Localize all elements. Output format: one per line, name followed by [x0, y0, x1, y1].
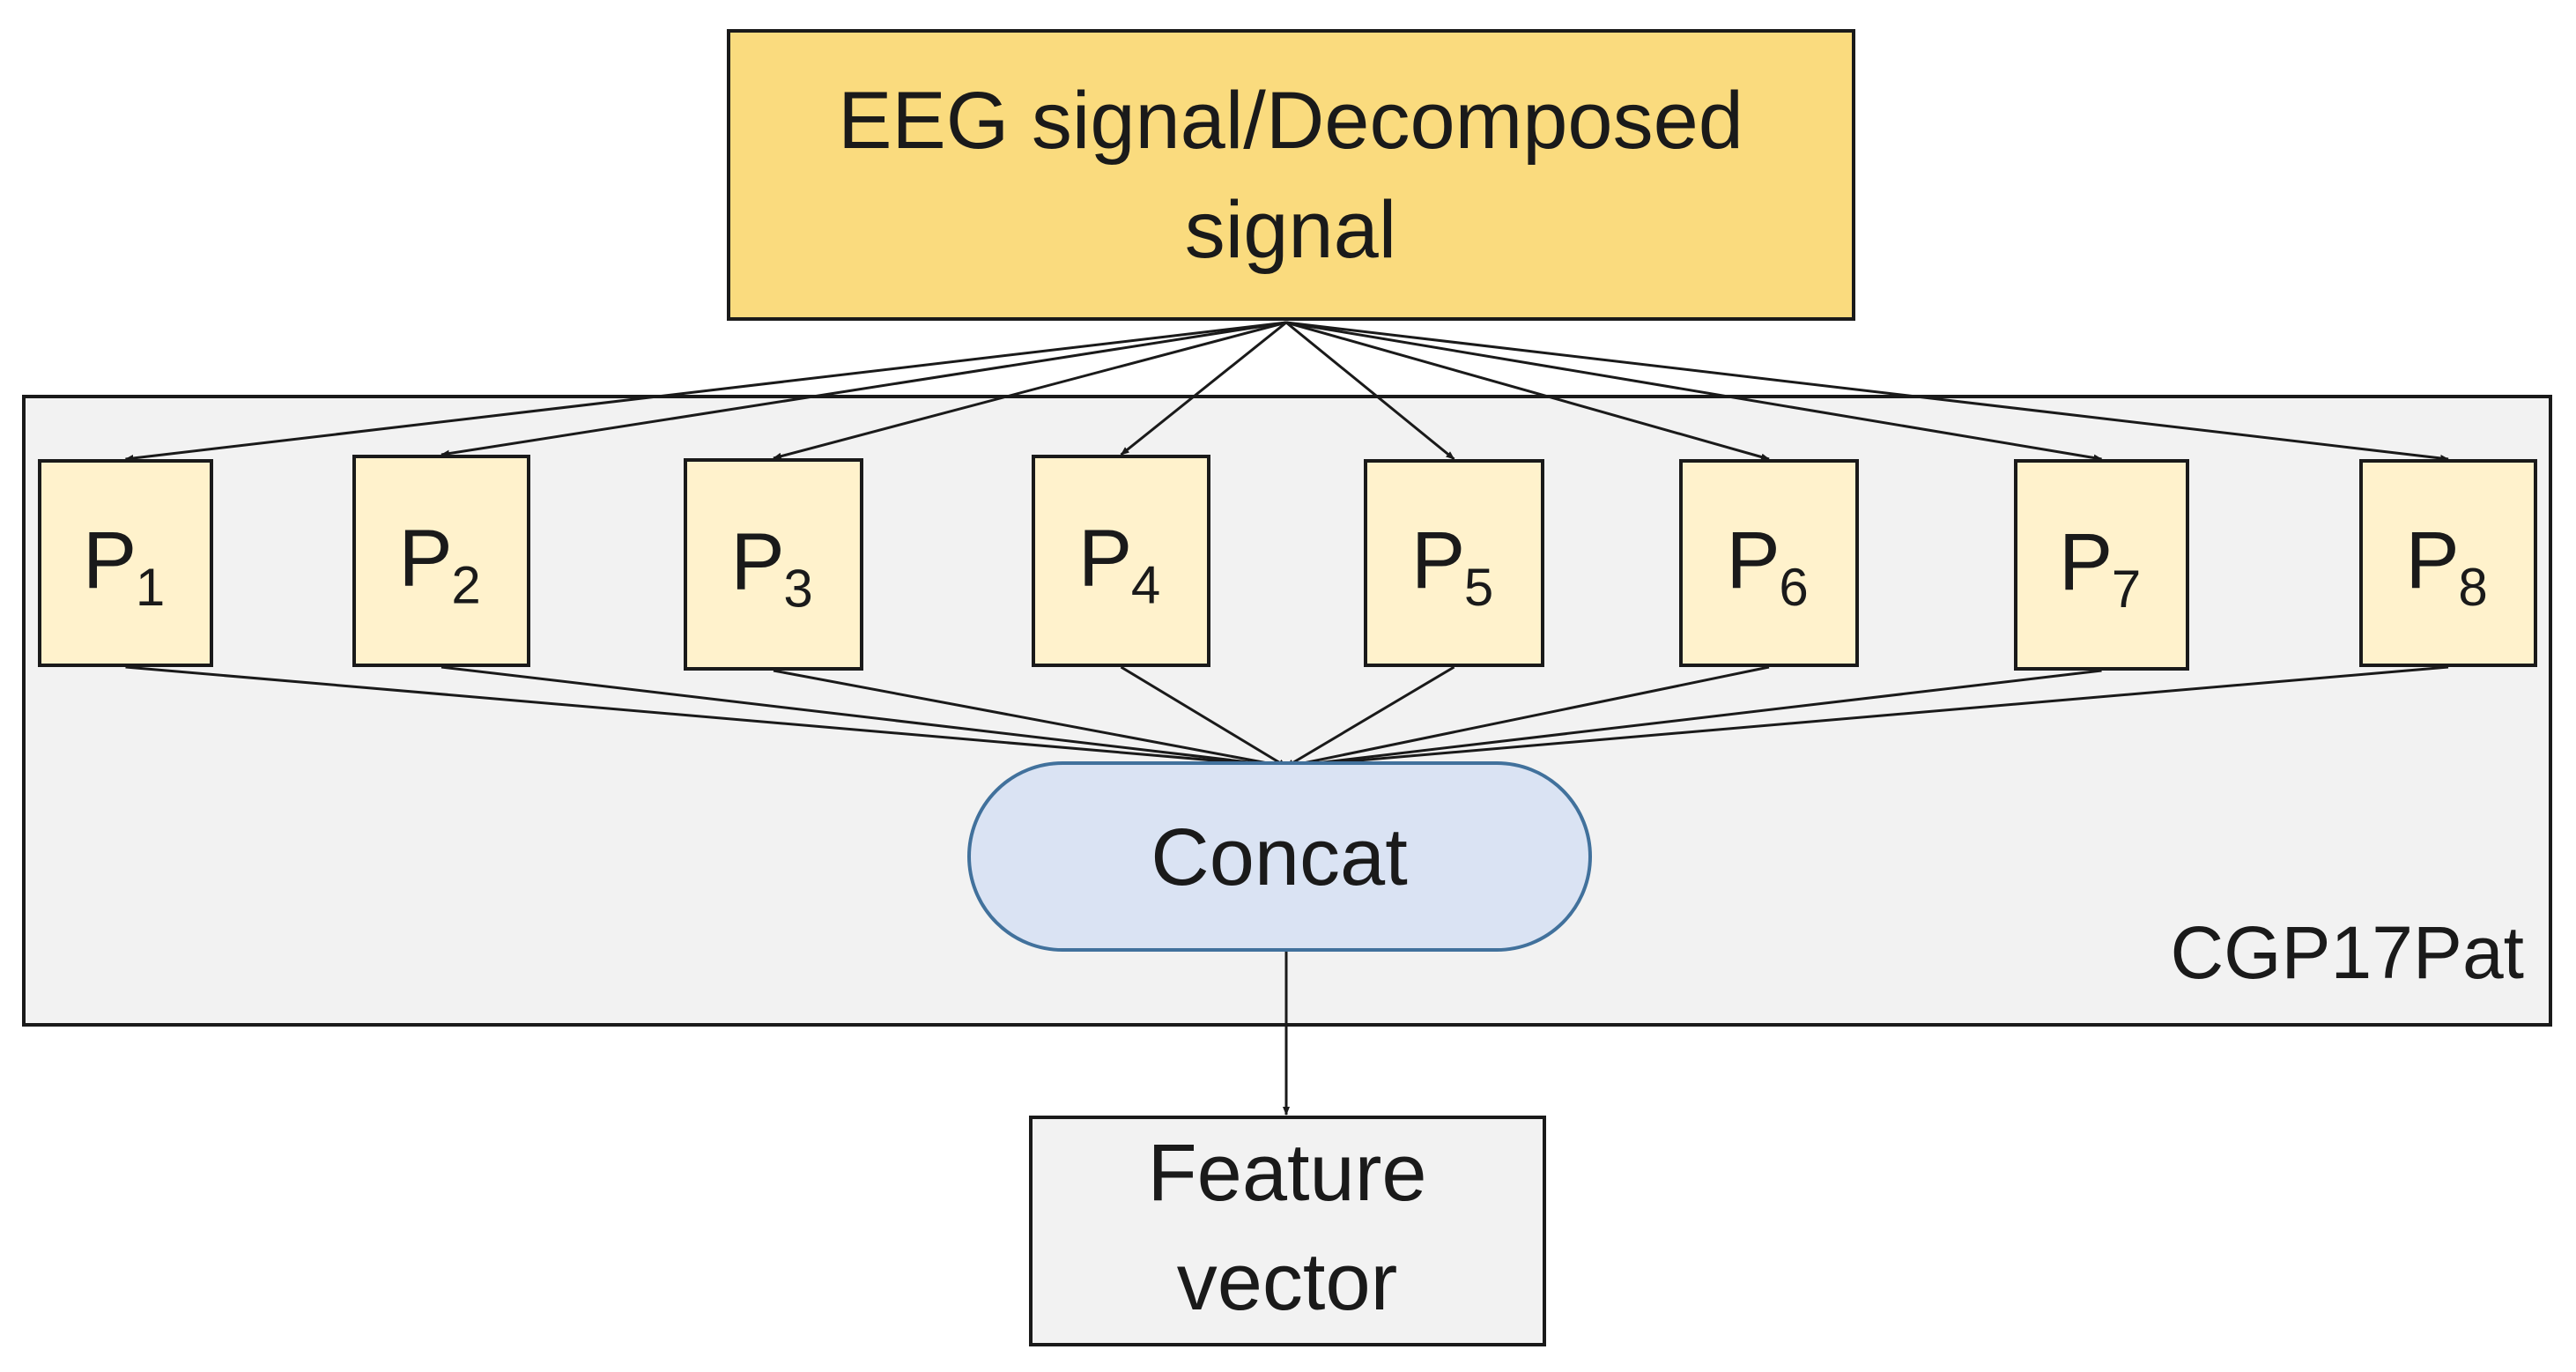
- pattern-subscript: 2: [451, 556, 480, 615]
- concat-node: [967, 761, 1592, 952]
- pattern-box-p2: P2: [352, 455, 530, 667]
- container-label: CGP17Pat: [2170, 911, 2524, 994]
- arrow-p3-to-concat: [773, 669, 1287, 769]
- pattern-box-p3: P3: [684, 458, 863, 671]
- pattern-box-rect: [352, 455, 530, 667]
- pattern-label: P: [2059, 517, 2113, 607]
- arrow-p8-to-concat: [1285, 665, 2449, 770]
- arrow-input-to-p8: [1285, 321, 2449, 462]
- output-box: [1029, 1116, 1546, 1346]
- pattern-subscript: 7: [2112, 560, 2141, 619]
- input-box-line2: signal: [1185, 185, 1396, 275]
- pattern-label: P: [83, 515, 137, 605]
- pattern-subscript: 4: [1131, 556, 1160, 615]
- pattern-box-rect: [2014, 459, 2189, 671]
- arrow-p4-to-concat: [1120, 665, 1287, 768]
- pattern-label: P: [730, 517, 784, 607]
- pattern-label: P: [2405, 515, 2459, 605]
- arrow-input-to-p2: [440, 321, 1287, 457]
- arrow-p2-to-concat: [440, 665, 1287, 769]
- pattern-box-p4: P4: [1032, 455, 1210, 667]
- arrow-p1-to-concat: [125, 665, 1287, 770]
- output-box-line1: Feature: [1147, 1128, 1426, 1218]
- pattern-box-p5: P5: [1364, 459, 1544, 667]
- arrow-input-to-p4: [1120, 321, 1287, 456]
- input-box-line1: EEG signal/Decomposed: [838, 76, 1743, 166]
- pattern-box-rect: [684, 458, 863, 671]
- output-box-line2: vector: [1177, 1237, 1398, 1327]
- pattern-box-p7: P7: [2014, 459, 2189, 671]
- pattern-box-p1: P1: [38, 459, 213, 667]
- pattern-label: P: [1726, 515, 1780, 605]
- arrow-input-to-p7: [1285, 321, 2103, 462]
- arrow-input-to-p5: [1285, 321, 1455, 461]
- pattern-subscript: 3: [783, 560, 812, 619]
- pattern-subscript: 6: [1779, 558, 1808, 617]
- pattern-label: P: [398, 514, 452, 604]
- arrow-input-to-p6: [1285, 321, 1770, 461]
- pattern-subscript: 5: [1464, 558, 1493, 617]
- pattern-box-rect: [1679, 459, 1859, 667]
- arrow-p6-to-concat: [1285, 665, 1770, 769]
- arrow-p7-to-concat: [1285, 669, 2102, 769]
- pattern-box-p6: P6: [1679, 459, 1859, 667]
- arrow-p5-to-concat: [1285, 665, 1455, 768]
- pattern-subscript: 1: [136, 558, 165, 617]
- pattern-label: P: [1078, 514, 1132, 604]
- concat-label: Concat: [1151, 812, 1408, 902]
- pattern-box-rect: [1364, 459, 1544, 667]
- input-box: [727, 29, 1855, 321]
- arrow-input-to-p1: [124, 321, 1287, 462]
- pattern-box-rect: [1032, 455, 1210, 667]
- connector-arrows: [124, 321, 2449, 1116]
- pattern-box-rect: [38, 459, 213, 667]
- pattern-label: P: [1411, 515, 1465, 605]
- pattern-box-p8: P8: [2359, 459, 2537, 667]
- pattern-box-rect: [2359, 459, 2537, 667]
- pattern-subscript: 8: [2458, 558, 2487, 617]
- arrow-input-to-p3: [773, 321, 1287, 460]
